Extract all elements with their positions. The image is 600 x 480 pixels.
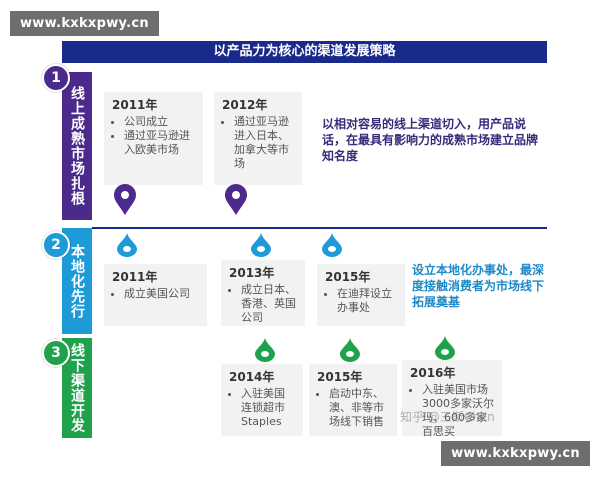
zhihu-watermark: 知乎 @三斯Chen — [400, 410, 495, 424]
milestone-card: 2015年 启动中东、澳、非等市场线下销售 — [309, 364, 397, 436]
section-divider — [92, 227, 547, 229]
droplet-icon — [251, 233, 271, 257]
section-3-number: 3 — [42, 339, 70, 367]
milestone-list: 成立美国公司 — [112, 287, 199, 301]
section-2-note: 设立本地化办事处，最深度接触消费者为市场线下拓展奠基 — [412, 263, 545, 309]
milestone-item: 通过亚马逊进入日本、加拿大等市场 — [234, 115, 294, 171]
droplet-icon — [340, 338, 360, 362]
milestone-year: 2016年 — [410, 366, 456, 380]
milestone-year: 2015年 — [317, 370, 363, 384]
milestone-card: 2013年 成立日本、香港、英国公司 — [221, 260, 305, 326]
milestone-card: 2011年 公司成立 通过亚马逊进入欧美市场 — [104, 92, 203, 185]
milestone-list: 成立日本、香港、英国公司 — [229, 283, 297, 325]
milestone-card: 2015年 在迪拜设立办事处 — [317, 264, 405, 326]
watermark-top: www.kxkxpwy.cn — [10, 11, 159, 36]
section-2-number: 2 — [42, 231, 70, 259]
map-pin-icon — [225, 184, 247, 215]
section-1-label: 线上成熟市场扎根 — [69, 86, 85, 206]
milestone-item: 成立美国公司 — [124, 287, 199, 301]
watermark-bottom: www.kxkxpwy.cn — [441, 441, 590, 466]
milestone-list: 入驻美国市场3000多家沃尔玛、600多家百思买 — [410, 383, 494, 439]
milestone-year: 2014年 — [229, 370, 275, 384]
milestone-item: 入驻美国市场3000多家沃尔玛、600多家百思买 — [422, 383, 494, 439]
milestone-item: 成立日本、香港、英国公司 — [241, 283, 297, 325]
milestone-item: 入驻美国连锁超市Staples — [241, 387, 295, 429]
milestone-card: 2012年 通过亚马逊进入日本、加拿大等市场 — [214, 92, 302, 185]
milestone-card: 2014年 入驻美国连锁超市Staples — [221, 364, 303, 436]
milestone-item: 启动中东、澳、非等市场线下销售 — [329, 387, 389, 429]
droplet-icon — [255, 338, 275, 362]
section-2-label: 本地化先行 — [69, 243, 85, 319]
milestone-item: 在迪拜设立办事处 — [337, 287, 397, 315]
milestone-card: 2016年 入驻美国市场3000多家沃尔玛、600多家百思买 — [402, 360, 502, 439]
droplet-icon — [117, 233, 137, 257]
milestone-item: 通过亚马逊进入欧美市场 — [124, 129, 195, 157]
milestone-list: 入驻美国连锁超市Staples — [229, 387, 295, 429]
milestone-list: 在迪拜设立办事处 — [325, 287, 397, 315]
diagram-title: 以产品力为核心的渠道发展策略 — [62, 41, 547, 63]
milestone-item: 公司成立 — [124, 115, 195, 129]
milestone-year: 2012年 — [222, 98, 268, 112]
milestone-card: 2011年 成立美国公司 — [104, 264, 207, 326]
section-1-note: 以相对容易的线上渠道切入，用产品说话，在最具有影响力的成熟市场建立品牌知名度 — [322, 117, 539, 163]
section-1-band: 线上成熟市场扎根 — [62, 72, 92, 220]
milestone-list: 通过亚马逊进入日本、加拿大等市场 — [222, 115, 294, 171]
milestone-year: 2013年 — [229, 266, 275, 280]
section-3-band: 线下渠道开发 — [62, 338, 92, 438]
milestone-list: 启动中东、澳、非等市场线下销售 — [317, 387, 389, 429]
milestone-year: 2015年 — [325, 270, 371, 284]
droplet-icon — [435, 336, 455, 360]
milestone-year: 2011年 — [112, 270, 158, 284]
map-pin-icon — [114, 184, 136, 215]
section-1-number: 1 — [42, 64, 70, 92]
milestone-list: 公司成立 通过亚马逊进入欧美市场 — [112, 115, 195, 157]
droplet-icon — [322, 233, 342, 257]
section-2-band: 本地化先行 — [62, 228, 92, 334]
milestone-year: 2011年 — [112, 98, 158, 112]
section-3-label: 线下渠道开发 — [69, 343, 85, 433]
